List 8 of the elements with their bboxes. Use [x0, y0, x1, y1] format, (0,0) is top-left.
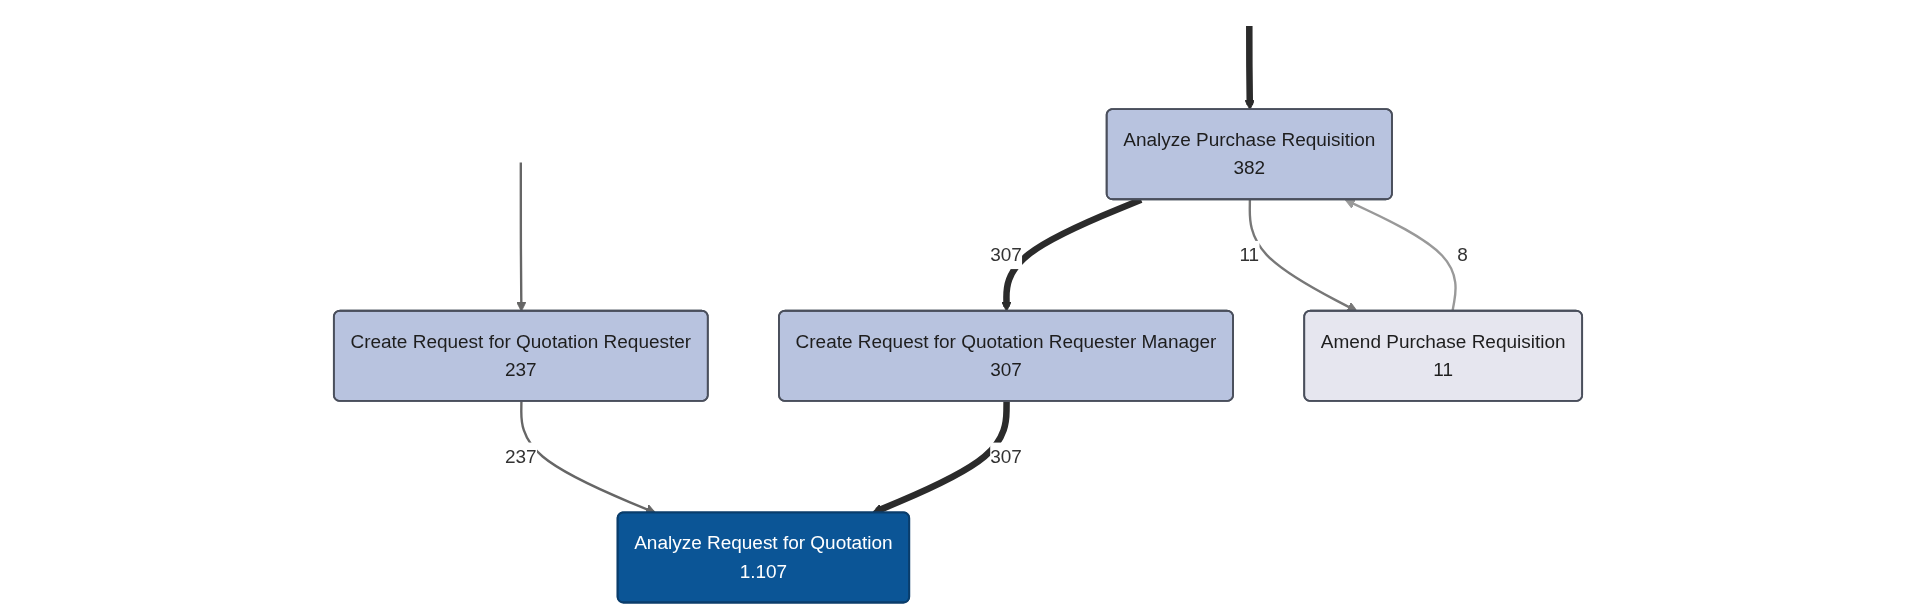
edge-label: 237: [504, 445, 537, 467]
arrow: [1344, 199, 1457, 312]
edge-label: 8: [1457, 244, 1468, 265]
arrow: [516, 162, 527, 312]
edge-label: 307: [990, 244, 1022, 265]
edge-label: 307: [990, 445, 1022, 467]
arrow: [1248, 199, 1358, 312]
edge-label: 11: [1239, 244, 1260, 265]
